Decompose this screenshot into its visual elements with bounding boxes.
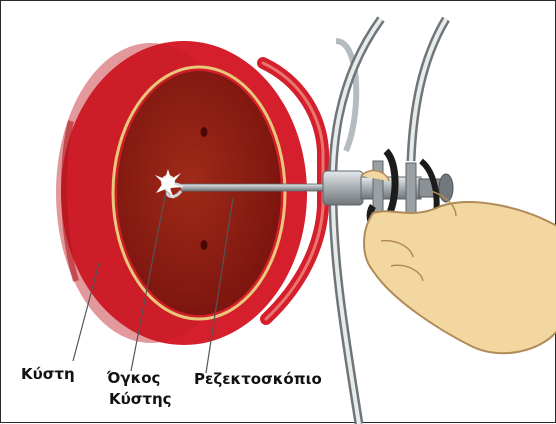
bladder: [56, 41, 307, 345]
label-tumor-line1: Όγκος: [107, 369, 160, 387]
label-resectoscope: Ρεζεκτοσκόπιο: [194, 370, 322, 388]
label-tumor-line2: Κύστης: [109, 390, 172, 408]
label-bladder: Κύστη: [21, 365, 75, 383]
